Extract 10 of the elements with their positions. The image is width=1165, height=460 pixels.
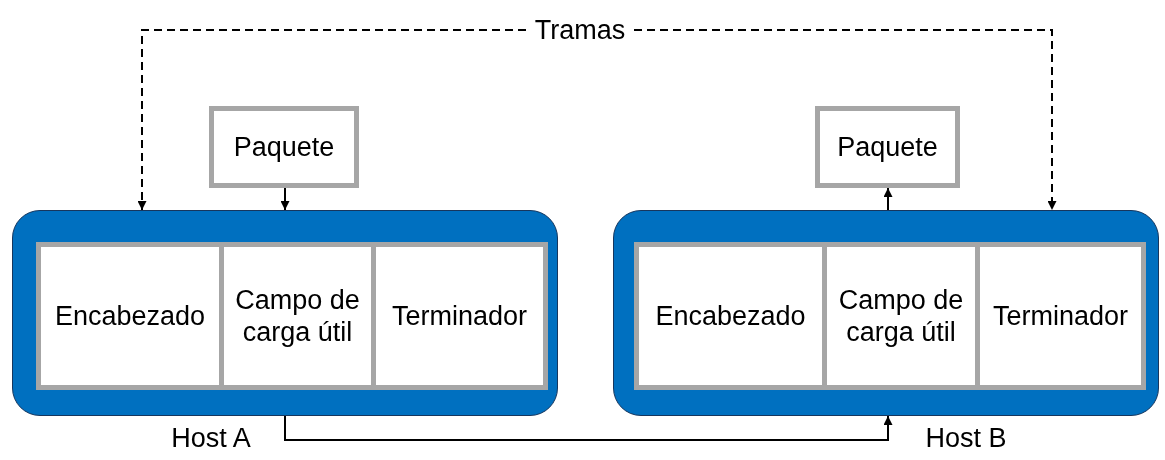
arrow — [284, 415, 893, 441]
frames-label: Tramas — [526, 12, 634, 48]
arrow — [280, 187, 290, 211]
packet-box: Paquete — [209, 106, 359, 188]
dashed-arrow — [633, 29, 1057, 211]
packet-box: Paquete — [815, 106, 960, 188]
host-label: Host B — [925, 423, 1007, 454]
dashed-arrow — [137, 29, 527, 211]
arrow — [883, 187, 893, 211]
host-label: Host A — [171, 423, 251, 454]
